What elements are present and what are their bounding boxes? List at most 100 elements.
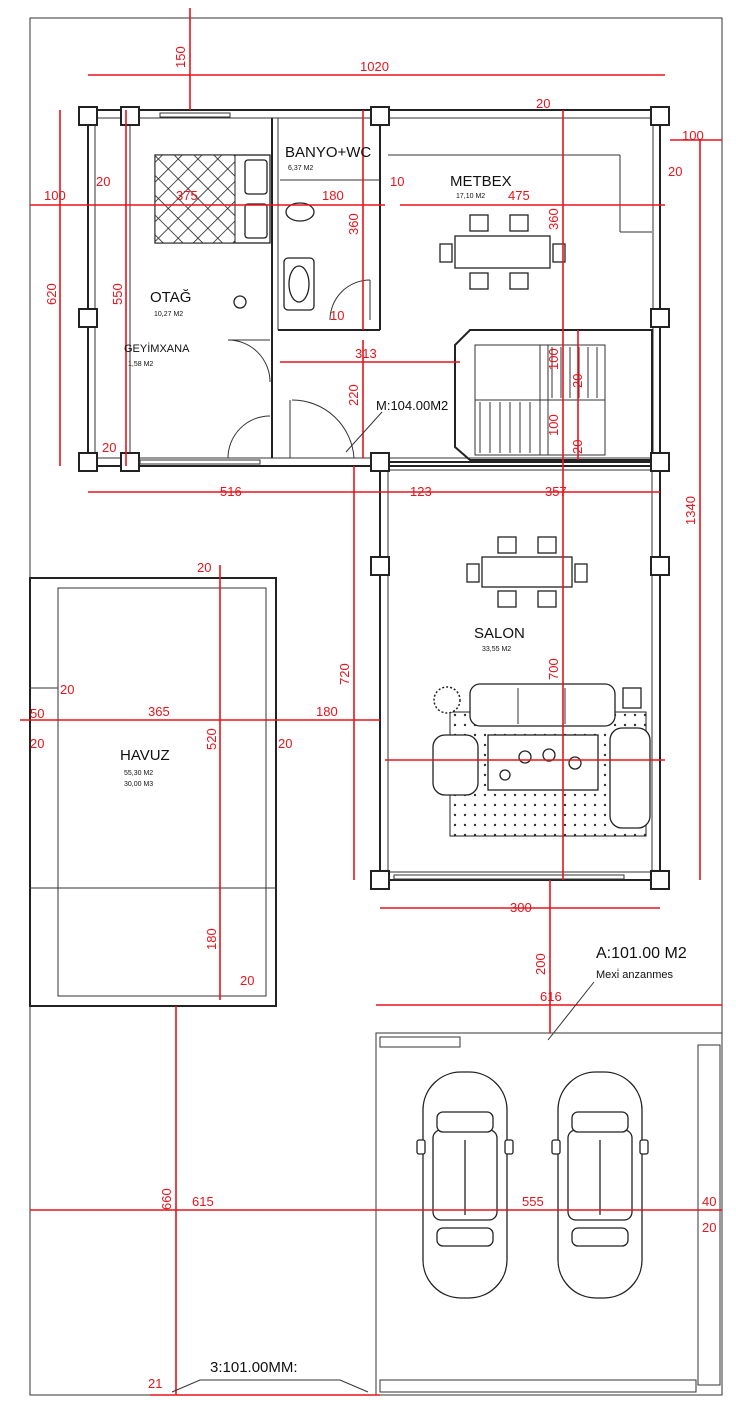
structural-column <box>78 106 98 126</box>
garage <box>375 1032 723 1396</box>
dim-salon-width: 300 <box>510 900 532 915</box>
structural-column <box>650 308 670 328</box>
dim-corridor-width: 313 <box>355 346 377 361</box>
dim-stair-100b: 100 <box>546 414 561 436</box>
car-part <box>551 1139 561 1155</box>
dim-salon-height2: 700 <box>546 658 561 680</box>
dim-bottom-357: 357 <box>545 484 567 499</box>
structural-column <box>370 452 390 472</box>
room-metbex-area: 17,10 M2 <box>456 193 485 200</box>
structural-column <box>120 106 140 126</box>
doors <box>227 279 371 459</box>
dimension-lines <box>20 8 722 1396</box>
dim-bottom-21: 21 <box>148 1376 162 1391</box>
room-havuz-area: 55,30 M2 <box>124 770 153 777</box>
garage-area-label: A:101.00 M2 <box>596 945 687 962</box>
room-otag-area: 10,27 M2 <box>154 311 183 318</box>
car-part <box>571 1227 629 1247</box>
dim-pool-gap: 180 <box>316 704 338 719</box>
dim-metbex-width: 475 <box>508 188 530 203</box>
dim-banyo-width: 180 <box>322 188 344 203</box>
room-salon-area: 33,55 M2 <box>482 646 511 653</box>
dim-stair-20b: 20 <box>570 440 585 454</box>
car-1 <box>416 1071 514 1299</box>
dim-left-100: 100 <box>44 188 66 203</box>
room-havuz-volume: 30,00 M3 <box>124 781 153 788</box>
stair-treads <box>479 347 598 453</box>
dim-top-offset: 150 <box>173 46 188 68</box>
dim-top-total: 1020 <box>360 59 389 74</box>
structural-column <box>120 452 140 472</box>
structural-column <box>370 870 390 890</box>
dim-pool-width: 365 <box>148 704 170 719</box>
dim-otag-width: 375 <box>176 188 198 203</box>
pool <box>29 577 277 1007</box>
dim-right-total: 1340 <box>683 496 698 525</box>
sofa-set <box>432 683 651 837</box>
structural-column <box>370 106 390 126</box>
dim-stair-20: 20 <box>570 374 585 388</box>
car-part <box>504 1139 514 1155</box>
dim-pool-20e: 20 <box>240 973 254 988</box>
dim-left-20b: 20 <box>102 440 116 455</box>
bottom-area-label: 3:101.00MM: <box>210 1359 298 1376</box>
windows <box>139 112 625 880</box>
dim-garage-40: 40 <box>702 1194 716 1209</box>
room-metbex-name: METBEX <box>450 173 512 190</box>
dim-otag-height: 620 <box>44 283 59 305</box>
lamp-icon <box>233 295 247 309</box>
car-part <box>639 1139 649 1155</box>
dim-pool-20d: 20 <box>278 736 292 751</box>
car-2 <box>551 1071 649 1299</box>
bathroom-fixtures <box>283 202 315 311</box>
car-part <box>436 1111 494 1133</box>
dim-right-20: 20 <box>668 164 682 179</box>
dim-salon-height: 720 <box>337 663 352 685</box>
dim-pool-180: 180 <box>204 928 219 950</box>
room-banyo-area: 6,37 M2 <box>288 165 313 172</box>
dim-garage-615: 615 <box>192 1194 214 1209</box>
structural-column <box>650 452 670 472</box>
garage-sub-label: Mexi̇ anzanmes <box>596 968 674 981</box>
room-salon-name: SALON <box>474 625 525 642</box>
dim-right-offset: 100 <box>682 128 704 143</box>
kitchen-dining-table <box>439 214 566 290</box>
room-labels: OTAĞ 10,27 M2 BANYO+WC 6,37 M2 METBEX 17… <box>120 144 687 1393</box>
room-geyim-name: GEYİMXANA <box>124 342 190 355</box>
dim-garage-20: 20 <box>702 1220 716 1235</box>
dimension-labels: 1020 150 100 20 100 20 20 375 180 10 475… <box>30 46 716 1391</box>
structural-column <box>78 452 98 472</box>
dim-pool-20b: 20 <box>60 682 74 697</box>
dim-garage-555: 555 <box>522 1194 544 1209</box>
dim-pool-20a: 20 <box>197 560 211 575</box>
hall-area-label: M:104.00M2 <box>376 398 448 413</box>
structural-column <box>650 870 670 890</box>
dim-banyo-10b: 10 <box>330 308 344 323</box>
dim-pool-20c: 20 <box>30 736 44 751</box>
dim-banyo-10: 10 <box>390 174 404 189</box>
dim-garage-height: 660 <box>159 1188 174 1210</box>
room-geyim-area: 1,58 M2 <box>128 361 153 368</box>
dim-banyo-height: 360 <box>346 213 361 235</box>
dim-garage-width: 616 <box>540 989 562 1004</box>
structural-column <box>650 106 670 126</box>
dim-otag-height2: 550 <box>110 283 125 305</box>
car-part <box>571 1111 629 1133</box>
room-banyo-name: BANYO+WC <box>285 144 371 161</box>
dim-pool-50: 50 <box>30 706 44 721</box>
structural-column <box>78 308 98 328</box>
dim-bottom-123: 123 <box>410 484 432 499</box>
car-part <box>416 1139 426 1155</box>
dim-left-20: 20 <box>96 174 110 189</box>
structural-column <box>370 556 390 576</box>
room-havuz-name: HAVUZ <box>120 747 170 764</box>
salon-dining-table <box>466 536 588 608</box>
dim-pool-height: 520 <box>204 728 219 750</box>
dim-corridor-height: 220 <box>346 384 361 406</box>
structural-column <box>650 556 670 576</box>
dim-metbex-20: 20 <box>536 96 550 111</box>
dim-garage-gap: 200 <box>533 953 548 975</box>
room-otag-name: OTAĞ <box>150 289 191 306</box>
structural-columns <box>78 106 670 890</box>
